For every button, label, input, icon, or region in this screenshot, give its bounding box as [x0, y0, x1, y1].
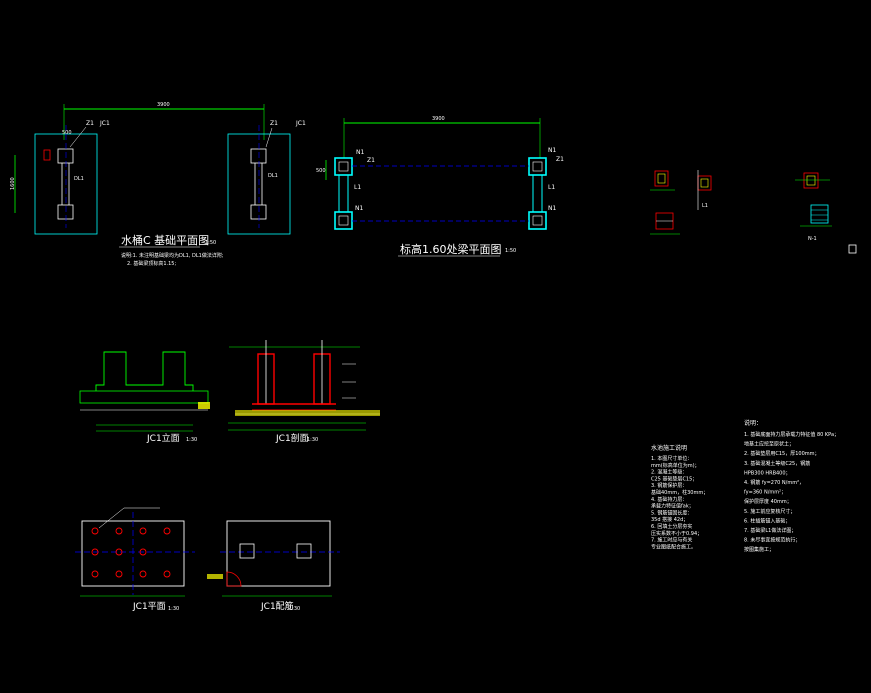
- notes-a-line-13: 7. 施工时应与有关: [651, 537, 692, 544]
- notes-b-line-2: 地基土应挖至原状土；: [744, 441, 794, 448]
- plan-b-dim-top: 3900: [432, 116, 445, 122]
- label-n1-d: N1: [548, 205, 556, 212]
- jc1-layout-plan: JC1配筋 1:30: [207, 520, 340, 612]
- jc1-section: JC1剖面 1:30: [228, 340, 380, 444]
- notes-a-line-8: 承载力特征值fak；: [651, 503, 694, 510]
- jc1-elevation: JC1立面 1:30: [79, 351, 210, 444]
- notes-b-line-4: 3. 基础混凝土等级C25，钢筋: [744, 460, 810, 467]
- notes-a-line-11: 6. 回填土分层夯实: [651, 523, 692, 530]
- label-z1-c: Z1: [556, 156, 564, 163]
- plan-b-title: 标高1.60处梁平面图: [400, 242, 502, 256]
- label-z1-left: Z1: [86, 120, 94, 127]
- column-z1-right-top: [250, 148, 267, 164]
- jc1-elevation-title: JC1立面: [146, 432, 180, 444]
- detail-beam-label: L1: [702, 203, 708, 209]
- notes-a-line-14: 专业图纸配合施工。: [651, 543, 696, 550]
- beam-plan: 3900 500 N1 Z1 L1 N1 N1 Z1 L1 N1 标高1.60处…: [316, 116, 564, 257]
- label-z1-right: Z1: [270, 120, 278, 127]
- plan-a-dim-top: 3900: [157, 102, 170, 108]
- plan-a-note-1: 说明:1. 未注明基础梁均为DL1, DL1做法详附;: [121, 252, 224, 259]
- jc1-plan-scale: 1:30: [168, 606, 179, 612]
- notes-a-line-1: 1. 本图尺寸单位：: [651, 455, 692, 462]
- label-dl1-left: DL1: [74, 176, 84, 182]
- notes-a-line-10: 35d 搭接 42d；: [651, 516, 688, 523]
- notes-b-line-3: 2. 基础垫层用C15，厚100mm；: [744, 450, 820, 457]
- notes-a-line-6: 基础40mm，柱30mm；: [651, 489, 708, 496]
- notes-a-line-7: 4. 基础持力层：: [651, 496, 687, 503]
- label-l1-b: L1: [548, 184, 555, 191]
- jc1-elevation-scale: 1:30: [186, 437, 197, 443]
- jc1-section-title: JC1剖面: [275, 432, 309, 444]
- column-z1-left-bottom: [57, 204, 74, 220]
- jc1-reinf-scale: 1:30: [289, 606, 300, 612]
- notes-b-line-9: 5. 施工前应复核尺寸；: [744, 508, 795, 515]
- label-n1-c: N1: [548, 147, 556, 154]
- plan-a-dim-small: 500: [62, 130, 72, 136]
- notes-b-line-1: 1. 基础底面持力层承载力特征值 80 KPa；: [744, 431, 839, 438]
- node-details: L1 N-1: [650, 170, 857, 254]
- label-n1-b: N1: [355, 205, 363, 212]
- plan-b-dim-left: 500: [316, 168, 326, 174]
- notes-b-line-8: 保护层厚度 40mm；: [744, 498, 792, 505]
- foundation-plan: 3900 1600 500 Z1 JC1 DL1 Z1 JC1 DL1 水桶C …: [10, 102, 306, 267]
- label-n1-a: N1: [356, 149, 364, 156]
- detail-n-label: N-1: [808, 236, 817, 242]
- notes-b-title: 说明：: [744, 419, 762, 427]
- label-l1-a: L1: [354, 184, 361, 191]
- jc1-rebar-plan: JC1平面 1:30: [75, 507, 195, 612]
- column-n1-c: [528, 157, 547, 176]
- jc1-section-scale: 1:30: [307, 437, 318, 443]
- jc1-reinf-title: JC1配筋: [260, 600, 294, 612]
- notes-b-line-11: 7. 基础梁L1做法详图；: [744, 527, 796, 534]
- label-dl1-right: DL1: [268, 173, 278, 179]
- notes-b-line-13: 按图集施工；: [744, 546, 774, 553]
- label-z1-b: Z1: [367, 157, 375, 164]
- general-notes: 说明： 1. 基础底面持力层承载力特征值 80 KPa； 地基土应挖至原状土； 2…: [744, 419, 839, 553]
- column-n1-b: [334, 211, 353, 230]
- plan-a-scale: 1:50: [205, 240, 216, 246]
- column-n1-d: [528, 211, 547, 230]
- notes-b-line-5: HPB300 HRB400；: [744, 470, 791, 476]
- label-jc1-right: JC1: [295, 120, 306, 127]
- plan-b-scale: 1:50: [505, 248, 516, 254]
- notes-a-line-2: mm(标高单位为m)；: [651, 462, 700, 469]
- notes-b-line-10: 6. 柱插筋锚入基础；: [744, 517, 790, 524]
- notes-b-line-7: fy=360 N/mm²；: [744, 490, 786, 496]
- notes-a-line-3: 2. 混凝土等级：: [651, 469, 687, 476]
- notes-a-line-9: 5. 钢筋锚固长度：: [651, 509, 692, 516]
- label-jc1-left: JC1: [99, 120, 110, 127]
- jc1-plan-title: JC1平面: [132, 601, 166, 612]
- plan-a-note-2: 2. 基础梁顶标高1.15;: [127, 260, 176, 267]
- column-z1-left-top: [57, 148, 74, 164]
- notes-a-line-4: C25 基础垫层C15；: [651, 475, 697, 482]
- construction-notes: 水池施工说明 1. 本图尺寸单位： mm(标高单位为m)；2. 混凝土等级： C…: [651, 444, 708, 550]
- notes-b-line-6: 4. 钢筋 fy=270 N/mm²，: [744, 479, 804, 486]
- notes-b-line-12: 8. 未尽事宜按规范执行；: [744, 537, 800, 544]
- plan-a-title: 水桶C 基础平面图: [121, 233, 209, 247]
- notes-a-line-12: 压实系数不小于0.94；: [651, 530, 702, 537]
- column-n1-a: [334, 157, 353, 176]
- plan-a-dim-left: 1600: [10, 177, 16, 190]
- column-z1-right-bottom: [250, 204, 267, 220]
- notes-a-line-5: 3. 钢筋保护层：: [651, 482, 687, 489]
- notes-a-title: 水池施工说明: [651, 444, 687, 452]
